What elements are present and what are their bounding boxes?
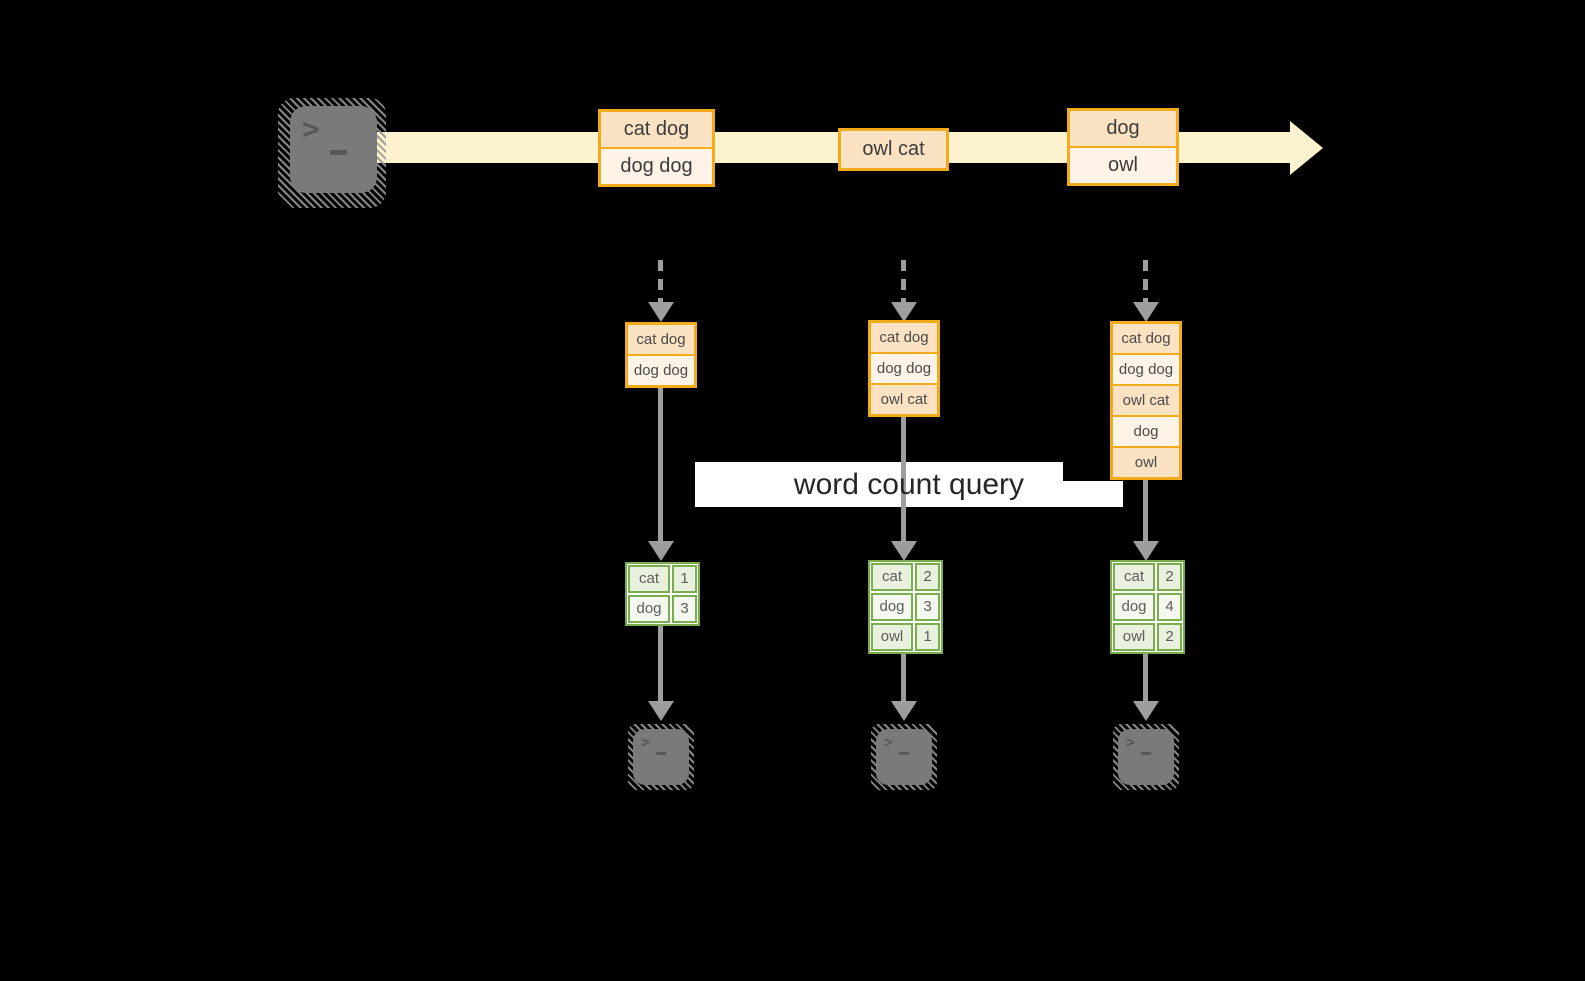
stream-event-3: dog owl <box>1067 108 1179 186</box>
count-cell: 2 <box>915 563 940 591</box>
terminal-icon-hatch: > <box>278 98 386 208</box>
query-label-background <box>1059 481 1123 507</box>
word-cell: owl <box>1113 623 1155 651</box>
word-cell: dog <box>1113 593 1155 621</box>
arrow-head <box>648 541 674 561</box>
arrow-line <box>1143 480 1148 541</box>
count-cell: 4 <box>1157 593 1182 621</box>
prompt-chevron-icon: > <box>884 733 894 751</box>
buffer-row: owl <box>1113 446 1179 477</box>
arrow-line <box>658 626 663 701</box>
buffer-stack-2: cat dog dog dog owl cat <box>868 320 940 417</box>
event-line: dog dog <box>601 147 712 184</box>
event-line: cat dog <box>601 112 712 147</box>
count-cell: 3 <box>915 593 940 621</box>
terminal-icon: > <box>876 729 932 785</box>
prompt-underscore-icon <box>899 752 909 755</box>
terminal-icon-hatch: > <box>871 724 937 790</box>
arrow-line <box>901 654 906 701</box>
buffer-row: dog dog <box>1113 353 1179 384</box>
terminal-icon-hatch: > <box>628 724 694 790</box>
buffer-row: owl cat <box>1113 384 1179 415</box>
word-cell: cat <box>871 563 913 591</box>
dashed-arrow-head <box>648 302 674 322</box>
arrow-head <box>1133 541 1159 561</box>
terminal-icon: > <box>633 729 689 785</box>
table-row: cat 2 <box>871 563 940 591</box>
dashed-arrow-line <box>1143 260 1148 302</box>
table-row: dog 4 <box>1113 593 1182 621</box>
buffer-row: cat dog <box>628 325 694 354</box>
count-cell: 2 <box>1157 563 1182 591</box>
count-table-3: cat 2 dog 4 owl 2 <box>1110 560 1185 654</box>
arrow-head <box>648 701 674 721</box>
dashed-arrow-head <box>891 302 917 322</box>
terminal-icon-hatch: > <box>1113 724 1179 790</box>
event-line: dog <box>1070 111 1176 146</box>
prompt-underscore-icon <box>656 752 666 755</box>
arrow-head <box>891 701 917 721</box>
buffer-row: dog <box>1113 415 1179 446</box>
word-cell: dog <box>871 593 913 621</box>
query-label: word count query <box>793 468 1025 501</box>
prompt-chevron-icon: > <box>302 112 321 147</box>
terminal-icon: > <box>1118 729 1174 785</box>
word-cell: owl <box>871 623 913 651</box>
buffer-row: owl cat <box>871 383 937 414</box>
stream-event-2: owl cat <box>838 128 949 171</box>
arrow-head <box>1133 701 1159 721</box>
event-line: owl cat <box>841 131 946 168</box>
word-cell: cat <box>628 565 670 593</box>
count-table-2: cat 2 dog 3 owl 1 <box>868 560 943 654</box>
table-row: owl 2 <box>1113 623 1182 651</box>
count-cell: 1 <box>915 623 940 651</box>
arrow-head <box>891 541 917 561</box>
table-row: cat 1 <box>628 565 697 593</box>
prompt-underscore-icon <box>1141 752 1151 755</box>
stream-arrowhead <box>1290 121 1323 175</box>
count-cell: 2 <box>1157 623 1182 651</box>
query-label-background <box>695 462 1063 507</box>
table-row: dog 3 <box>871 593 940 621</box>
count-cell: 3 <box>672 595 697 623</box>
arrow-line <box>658 388 663 541</box>
table-row: cat 2 <box>1113 563 1182 591</box>
arrow-line <box>901 417 906 541</box>
buffer-stack-3: cat dog dog dog owl cat dog owl <box>1110 321 1182 480</box>
table-row: owl 1 <box>871 623 940 651</box>
dashed-arrow-line <box>658 260 663 302</box>
buffer-row: dog dog <box>871 352 937 383</box>
stream-event-1: cat dog dog dog <box>598 109 715 187</box>
buffer-row: cat dog <box>1113 324 1179 353</box>
table-row: dog 3 <box>628 595 697 623</box>
count-table-1: cat 1 dog 3 <box>625 562 700 626</box>
prompt-underscore-icon <box>330 150 347 155</box>
prompt-chevron-icon: > <box>1126 733 1136 751</box>
terminal-icon: > <box>290 106 377 193</box>
arrow-line <box>1143 654 1148 701</box>
prompt-chevron-icon: > <box>641 733 651 751</box>
dashed-arrow-line <box>901 260 906 302</box>
word-cell: dog <box>628 595 670 623</box>
buffer-row: cat dog <box>871 323 937 352</box>
word-cell: cat <box>1113 563 1155 591</box>
dashed-arrow-head <box>1133 302 1159 322</box>
buffer-row: dog dog <box>628 354 694 385</box>
count-cell: 1 <box>672 565 697 593</box>
buffer-stack-1: cat dog dog dog <box>625 322 697 388</box>
event-line: owl <box>1070 146 1176 183</box>
